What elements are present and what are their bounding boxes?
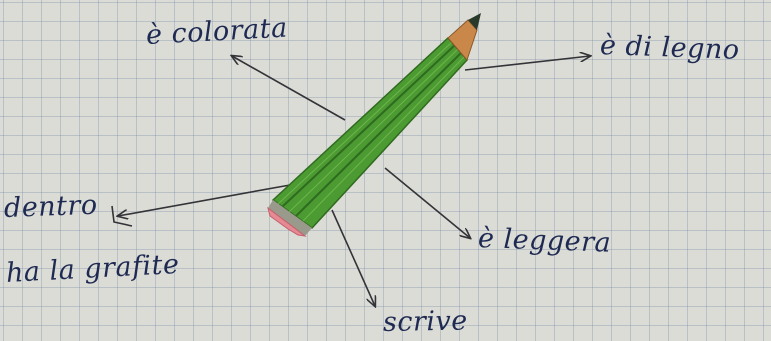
- arrow-to-scrive: [331, 209, 375, 306]
- label-scrive: scrive: [382, 305, 469, 338]
- arrow-to-dentro: [118, 184, 291, 216]
- label-leggera: è leggera: [477, 223, 612, 259]
- label-legno: è di legno: [599, 30, 741, 66]
- arrow-to-leggera: [384, 167, 470, 238]
- arrow-to-dentro-tail: [111, 205, 133, 227]
- arrow-to-colorata: [232, 56, 346, 121]
- pencil-icon: [267, 13, 481, 237]
- label-dentro: dentro: [3, 189, 99, 224]
- arrows: [111, 56, 590, 306]
- arrow-to-legno: [464, 56, 590, 71]
